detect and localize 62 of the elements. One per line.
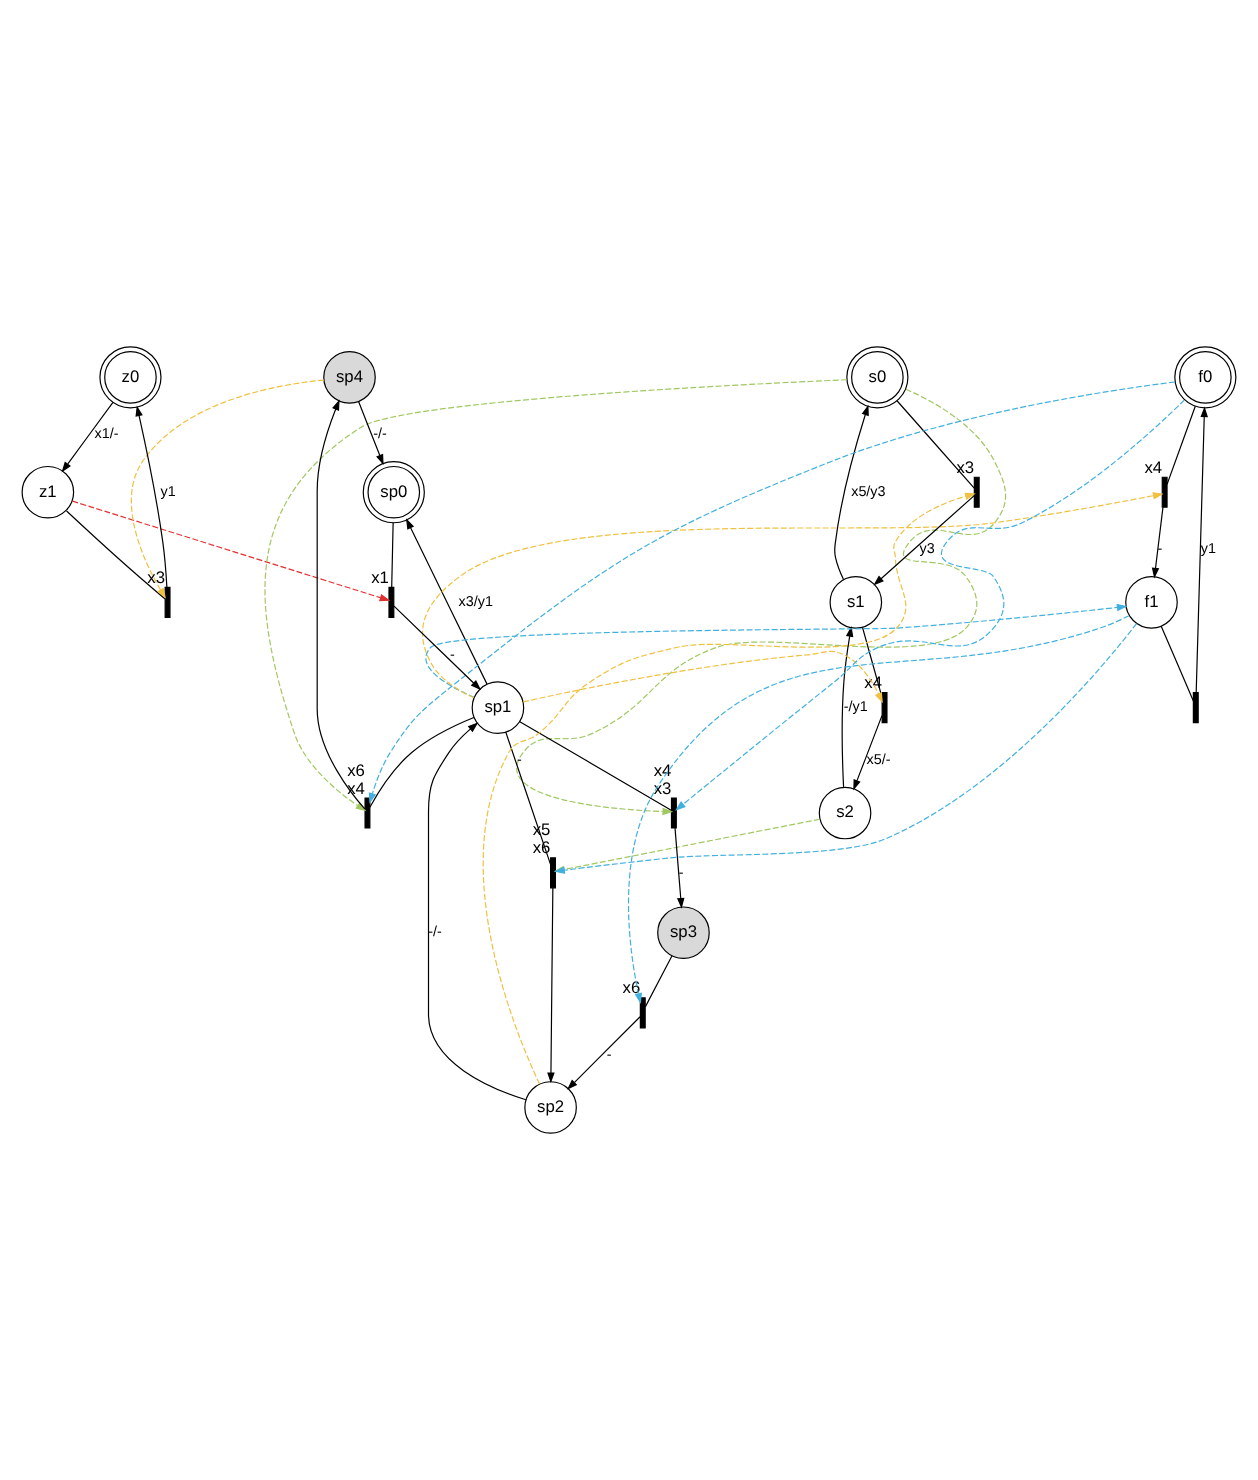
arrow <box>130 379 325 599</box>
arrow <box>1195 406 1208 694</box>
node-label: x3 <box>956 456 975 477</box>
node-circle: sp3 <box>657 906 710 960</box>
connector <box>391 522 394 588</box>
arrow <box>422 492 1164 699</box>
arrow <box>61 401 114 473</box>
arrow <box>358 401 384 466</box>
node-label: x4 <box>347 777 365 798</box>
node-circle: f1 <box>1125 576 1178 629</box>
connector <box>66 510 166 600</box>
node-bar <box>388 586 395 618</box>
arrow <box>368 381 1176 804</box>
arrow <box>873 495 975 586</box>
arrow <box>482 492 976 1085</box>
arrow <box>834 404 869 581</box>
node-bar <box>639 997 646 1029</box>
arrow <box>427 722 527 1101</box>
arrow <box>316 399 366 810</box>
arrow <box>522 650 883 704</box>
arrow <box>135 405 168 588</box>
node-bar <box>973 476 980 508</box>
arrow <box>853 715 883 791</box>
node-bar <box>1161 476 1168 508</box>
arrow <box>674 827 685 909</box>
arrow <box>553 818 821 874</box>
arrow <box>1151 506 1164 579</box>
connector <box>644 955 673 1008</box>
arrow <box>547 887 555 1084</box>
node-circle: z1 <box>21 465 75 519</box>
arrow <box>675 399 1185 811</box>
arrow <box>554 623 1138 874</box>
node-circle: sp4 <box>323 350 376 404</box>
node-label: x1 <box>371 566 389 587</box>
arrow <box>71 500 391 602</box>
arrow <box>627 615 1130 1004</box>
node-circle: s2 <box>818 786 872 840</box>
node-label: x3 <box>147 566 166 587</box>
arrow <box>841 626 854 788</box>
arrow <box>567 1016 641 1090</box>
node-label: x6 <box>347 759 365 780</box>
connector <box>896 400 975 489</box>
node-bar <box>364 797 371 829</box>
connector <box>369 716 475 808</box>
arrow <box>264 379 848 812</box>
arrow <box>425 603 1128 698</box>
connector <box>519 721 672 811</box>
node-label: x4 <box>653 759 672 780</box>
node-bar <box>881 692 888 724</box>
connector <box>1166 405 1196 485</box>
node-label: x4 <box>1144 456 1163 477</box>
connector <box>505 731 552 865</box>
node-label: x6 <box>622 977 641 998</box>
arrow <box>405 518 488 685</box>
node-bar <box>1192 692 1199 724</box>
node-label: x3 <box>653 777 672 798</box>
node-bar <box>164 586 171 618</box>
node-bar <box>550 857 556 889</box>
connector <box>1160 625 1194 702</box>
node-bar <box>670 797 677 829</box>
arrow <box>393 605 482 691</box>
arrow <box>516 388 1007 816</box>
